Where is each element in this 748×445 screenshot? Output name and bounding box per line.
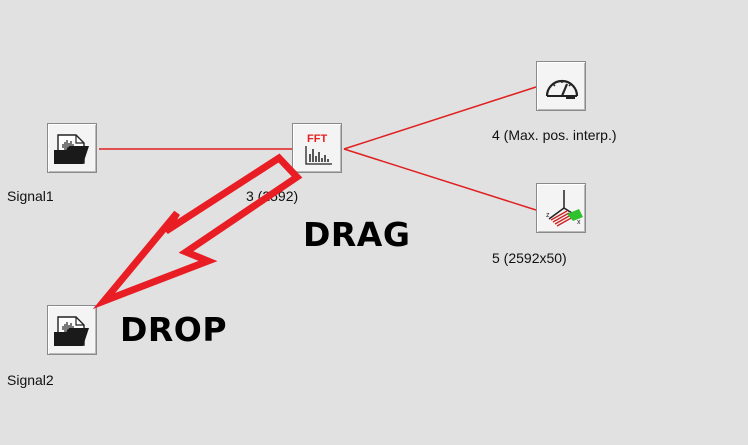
fft-icon-text: FFT	[307, 133, 327, 145]
drop-annotation: DROP	[120, 310, 228, 349]
folder-signal-icon	[54, 316, 89, 346]
maxpos-label: 4 (Max. pos. interp.)	[492, 127, 617, 143]
gauge-icon	[545, 79, 579, 99]
signal2-node[interactable]	[47, 305, 97, 355]
folder-signal-icon	[54, 134, 89, 164]
fft-icon: FFT	[305, 133, 332, 165]
fft-label: 3 (2592)	[246, 188, 299, 204]
plot3d-label: 5 (2592x50)	[492, 250, 567, 266]
connection-fft-plot3d[interactable]	[343, 148, 537, 211]
svg-text:z: z	[546, 212, 550, 219]
drag-annotation: DRAG	[303, 215, 411, 254]
plot3d-node[interactable]: z x	[536, 183, 586, 233]
signal1-node[interactable]	[47, 123, 97, 173]
3d-plot-icon: z x	[546, 190, 583, 227]
connection-fft-maxpos[interactable]	[343, 86, 537, 150]
maxpos-node[interactable]	[536, 61, 586, 111]
svg-text:x: x	[577, 219, 581, 226]
fft-node[interactable]: FFT	[292, 123, 342, 173]
signal2-label: Signal2	[7, 372, 54, 388]
signal1-label: Signal1	[7, 188, 54, 204]
